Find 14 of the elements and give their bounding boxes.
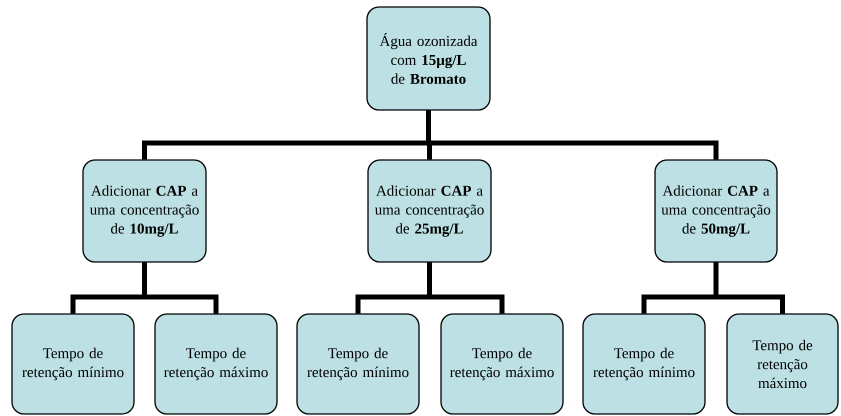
connector-line xyxy=(142,262,218,314)
connector-line xyxy=(714,262,785,314)
process-box: Tempo de retenção máximo xyxy=(154,313,278,415)
process-box: Água ozonizada com 15µg/L de Bromato xyxy=(366,6,491,111)
connector-line xyxy=(427,262,504,314)
process-box: Adicionar CAP a uma concentração de 50mg/L xyxy=(654,159,778,263)
process-box: Tempo de retenção mínimo xyxy=(296,313,420,415)
process-box: Tempo de retenção mínimo xyxy=(11,313,135,415)
process-box: Tempo de retenção mínimo xyxy=(582,313,706,415)
process-box: Tempo de retenção máximo xyxy=(726,313,839,415)
process-box: Tempo de retenção máximo xyxy=(440,313,564,415)
process-box: Adicionar CAP a uma concentração de 10mg/L xyxy=(82,159,207,263)
process-box: Adicionar CAP a uma concentração de 25mg/L xyxy=(367,159,492,263)
connector-line xyxy=(426,110,718,160)
